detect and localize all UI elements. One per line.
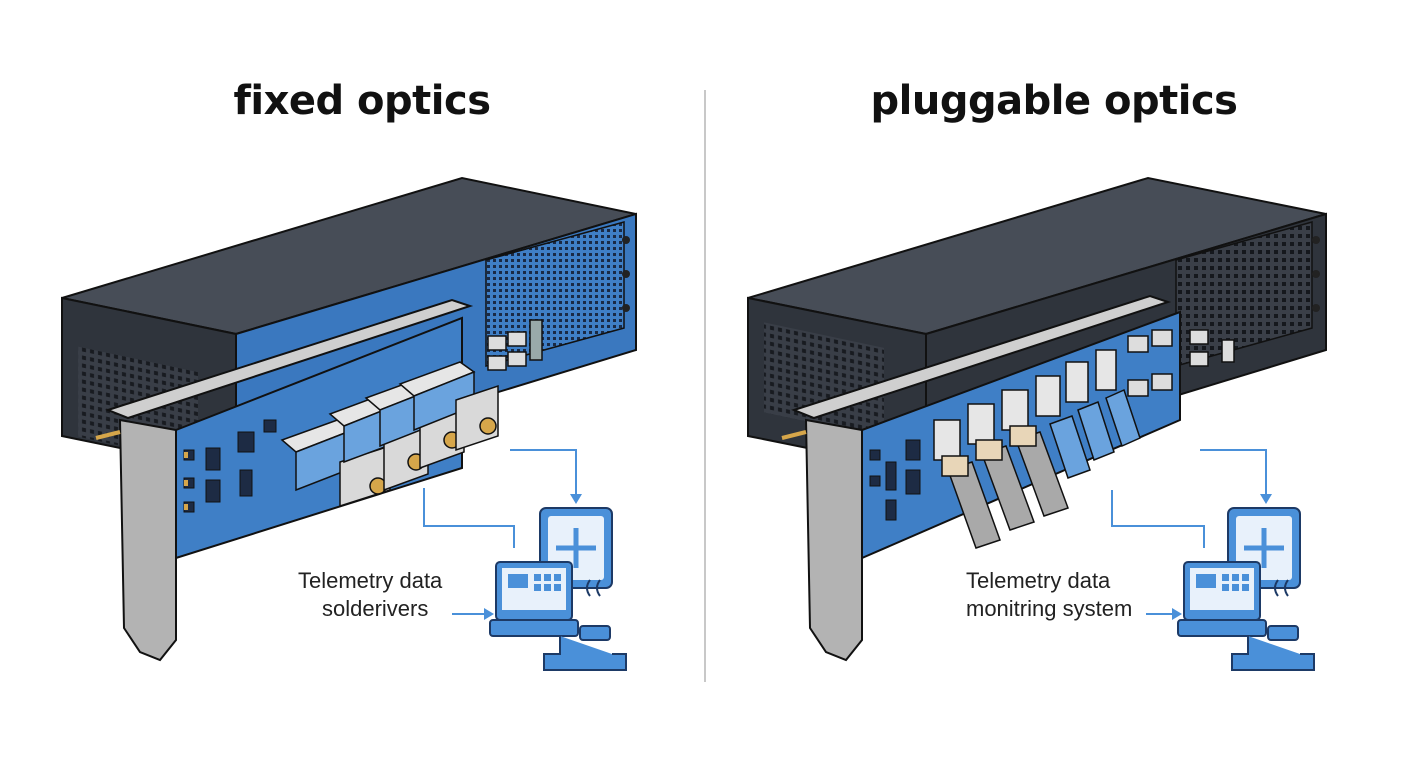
- pluggable-module: [1035, 375, 1091, 479]
- screw: [622, 270, 630, 278]
- gold-contacts: [184, 452, 188, 510]
- caption-line: solderivers: [322, 596, 429, 621]
- flow-arrow: [1111, 490, 1205, 548]
- transceiver-module: [398, 361, 499, 452]
- pcb-chips: [869, 439, 921, 521]
- fixed-optics-title: fixed optics: [233, 78, 491, 124]
- screw: [1312, 236, 1320, 244]
- pluggable-module: [1095, 349, 1141, 448]
- pluggable-module: [967, 403, 1035, 531]
- device-icon: [1267, 625, 1299, 641]
- flow-arrow: [510, 449, 577, 500]
- rj45-ports: [1127, 329, 1173, 397]
- caption-line: Telemetry data: [966, 568, 1111, 593]
- pcb-chips: [183, 419, 277, 513]
- steam-icon: [1274, 579, 1289, 597]
- keyboard-icon: [1177, 619, 1267, 637]
- screw: [1312, 304, 1320, 312]
- cross-arrows-icon: [556, 528, 596, 568]
- stand-icon: [1231, 636, 1315, 671]
- stand-icon: [543, 636, 627, 671]
- telemetry-caption-right: Telemetry data monitring system: [966, 567, 1132, 623]
- fixed-transceivers: [280, 361, 499, 508]
- pluggable-transceivers: [933, 349, 1141, 549]
- side-mesh: [485, 221, 625, 367]
- pluggable-optics-title: pluggable optics: [870, 78, 1238, 124]
- bracket-top: [791, 294, 1172, 420]
- keyboard-icon: [489, 619, 579, 637]
- screw: [622, 304, 630, 312]
- panel-divider: [704, 90, 706, 682]
- caption-line: monitring system: [966, 596, 1133, 621]
- pluggable-optics-device: [747, 176, 1327, 662]
- telemetry-station-left: [423, 449, 627, 671]
- telemetry-station-right: [1111, 449, 1315, 671]
- steam-icon: [586, 579, 601, 597]
- bracket-top: [105, 298, 474, 420]
- device-icon: [579, 625, 611, 641]
- cross-arrows-icon: [1244, 528, 1284, 568]
- rj45-ports: [1189, 329, 1235, 367]
- screw: [622, 236, 630, 244]
- caption-line: Telemetry data: [298, 568, 443, 593]
- flow-arrow: [1200, 449, 1267, 500]
- pluggable-module: [933, 419, 1001, 549]
- pluggable-module: [1065, 361, 1115, 461]
- pci-bracket: [118, 418, 177, 662]
- telemetry-caption-left: Telemetry data solderivers: [298, 567, 442, 623]
- fixed-optics-device: [61, 176, 637, 662]
- pluggable-module: [1001, 389, 1069, 517]
- rj45-ports: [487, 319, 543, 371]
- pci-bracket: [804, 418, 863, 662]
- screw: [1312, 270, 1320, 278]
- flow-arrow: [423, 488, 515, 548]
